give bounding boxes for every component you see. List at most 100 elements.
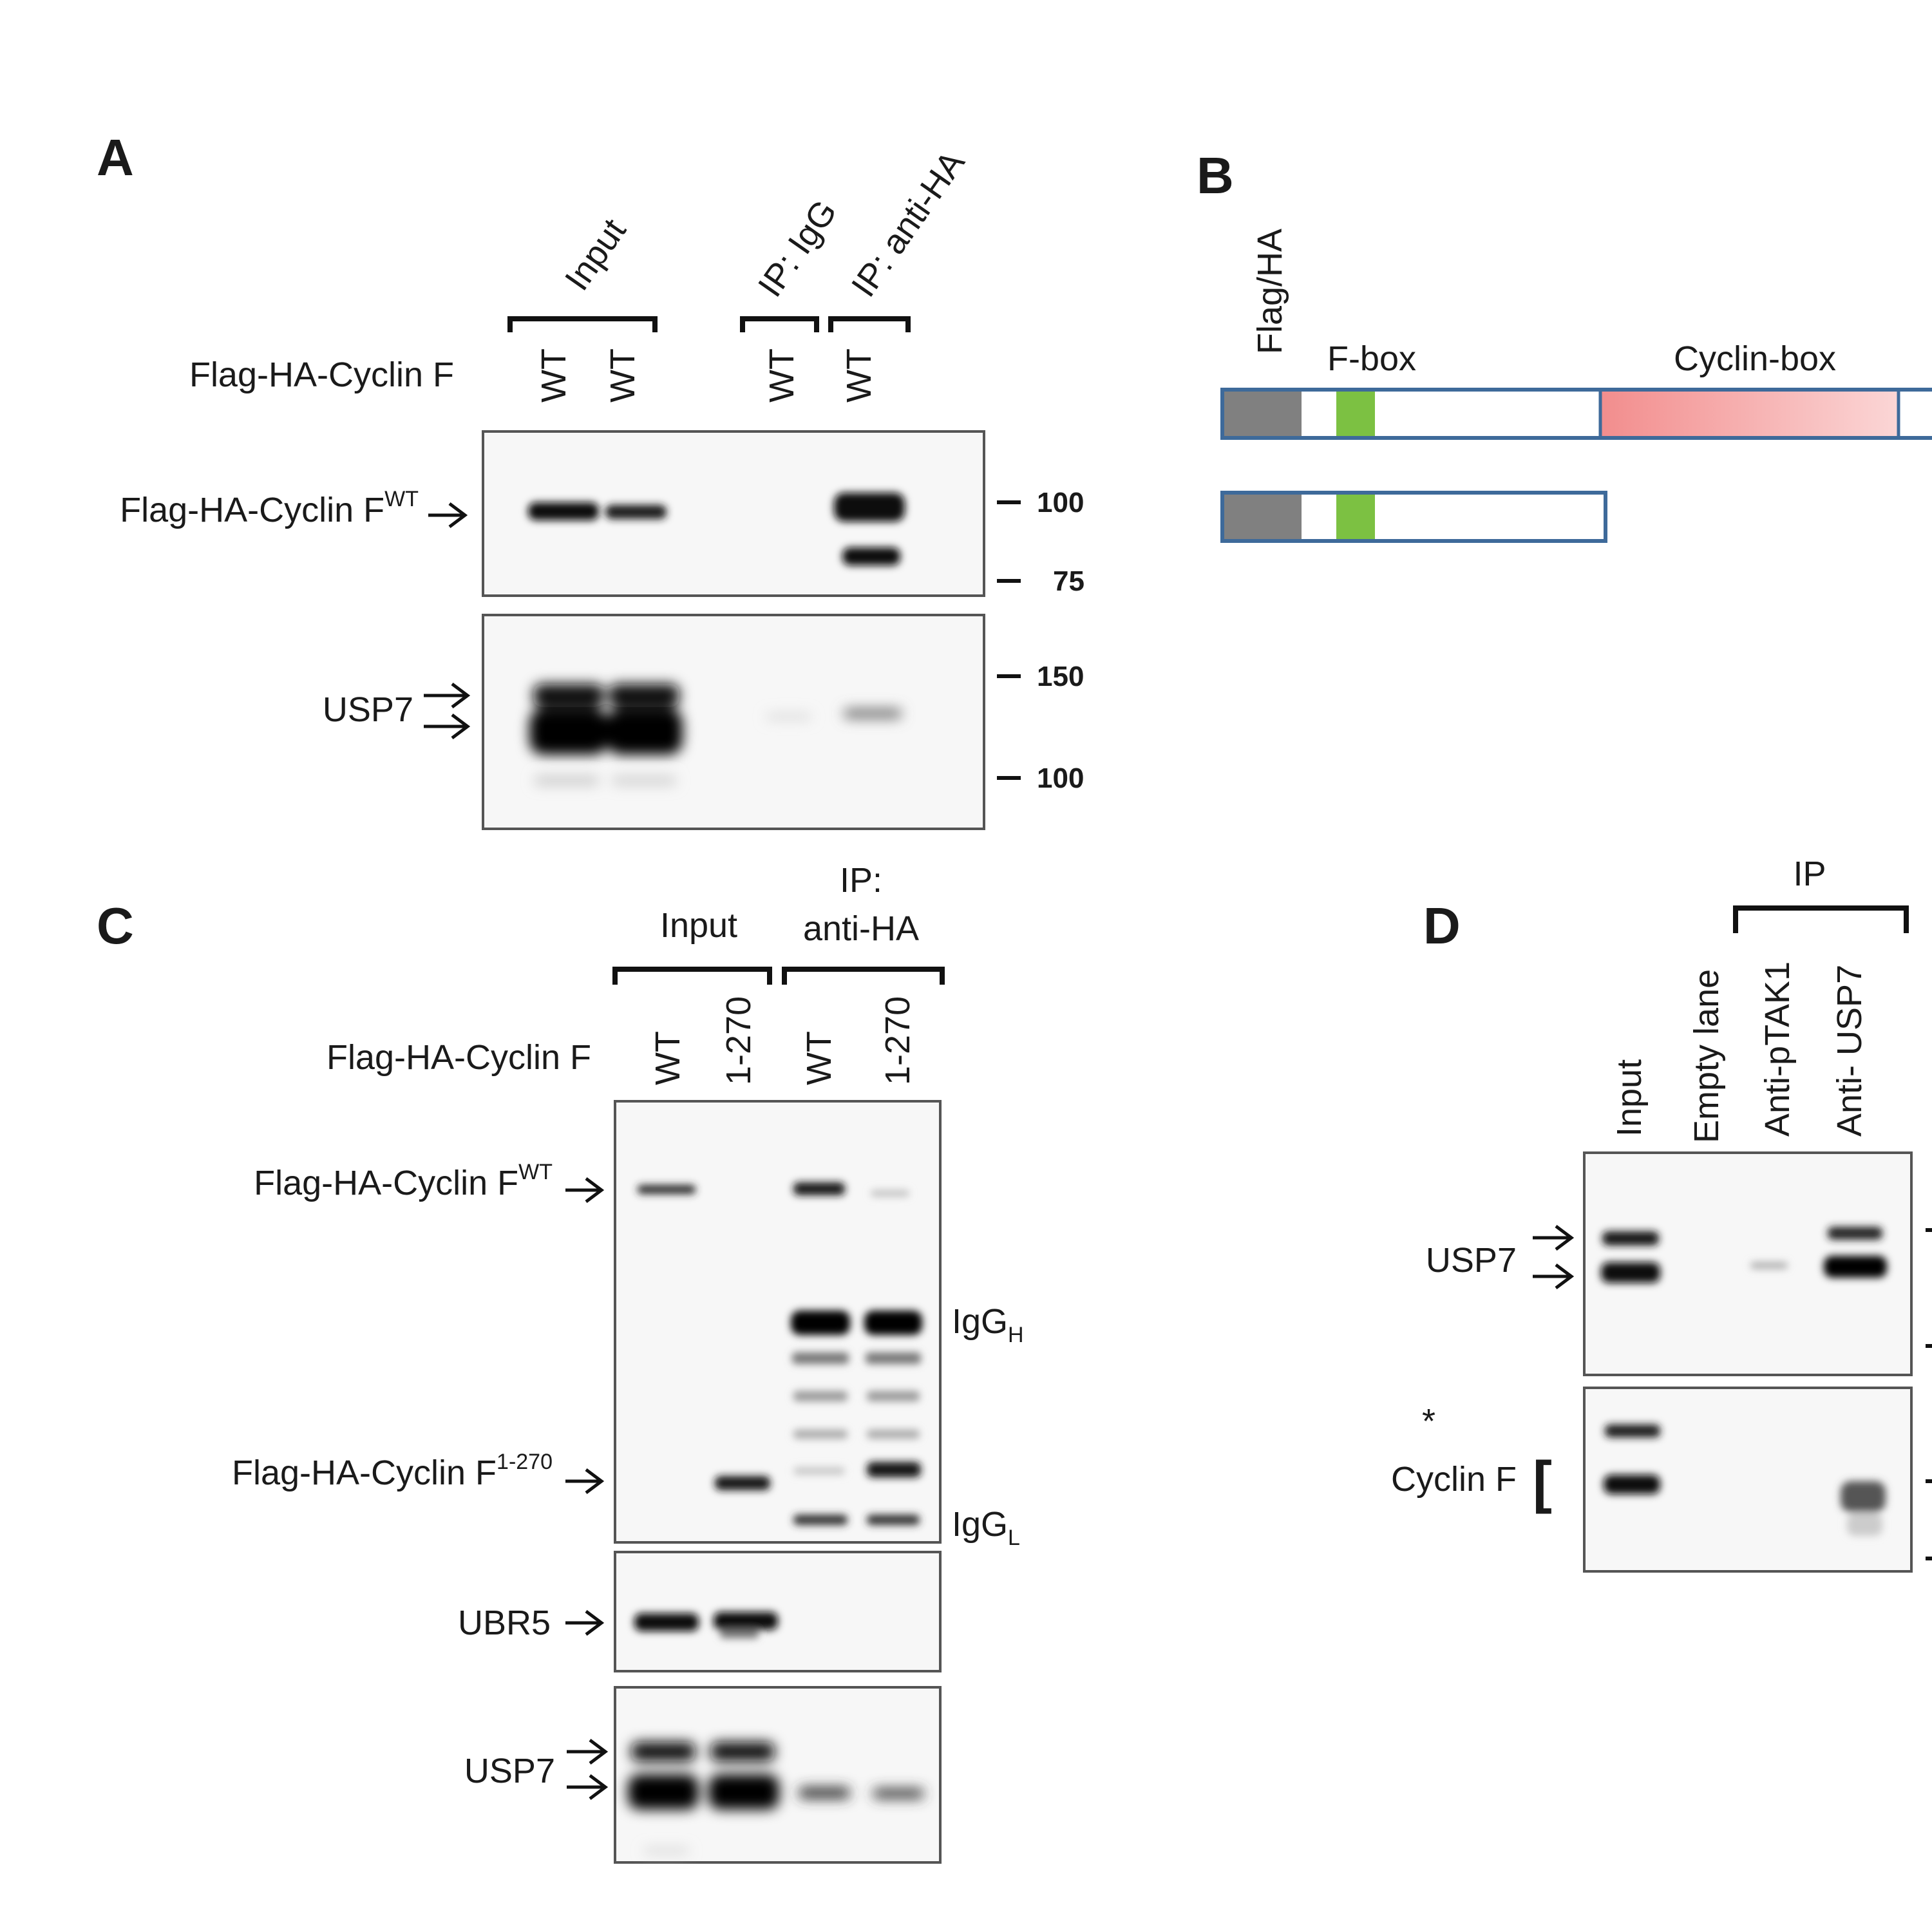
panel-b-cyclinbox-domain bbox=[1600, 392, 1899, 436]
band bbox=[793, 1391, 848, 1401]
panel-c-group-input: Input bbox=[660, 906, 737, 945]
panel-c-bracket-ip bbox=[782, 967, 945, 985]
band bbox=[528, 502, 599, 520]
panel-a-group-ip-ha: IP: anti-HA bbox=[844, 144, 972, 304]
panel-c-lane-4: 1-270 bbox=[878, 996, 917, 1085]
panel-d-bands-cyclin-f bbox=[1604, 1425, 1886, 1536]
band bbox=[609, 684, 679, 707]
band bbox=[867, 1391, 920, 1401]
band bbox=[1750, 1262, 1788, 1269]
panel-c-band2-arrow bbox=[565, 1468, 605, 1494]
panel-c-ubr5-arrow bbox=[565, 1610, 605, 1636]
panel-c-band1-arrow bbox=[565, 1177, 605, 1203]
panel-a-lane-1: WT bbox=[535, 348, 573, 402]
panel-c-group-ip-line1: IP: bbox=[840, 861, 882, 900]
band bbox=[715, 1476, 770, 1490]
panel-b-letter: B bbox=[1197, 147, 1234, 204]
panel-c-bands-ubr5 bbox=[634, 1612, 778, 1638]
panel-d-usp7-label: USP7 bbox=[1426, 1241, 1517, 1280]
panel-b-fbox-domain bbox=[1336, 495, 1375, 539]
band bbox=[634, 1613, 699, 1631]
panel-c-band2-label: Flag-HA-Cyclin F1-270 bbox=[232, 1450, 553, 1492]
panel-d-cyclinf-label: Cyclin F bbox=[1391, 1460, 1517, 1499]
panel-d-asterisk: * bbox=[1422, 1402, 1435, 1441]
panel-c-usp7-arrow-2 bbox=[567, 1774, 609, 1800]
band bbox=[834, 493, 905, 522]
panel-c-row-label: Flag-HA-Cyclin F bbox=[327, 1038, 591, 1077]
panel-d-usp7-arrow-1 bbox=[1533, 1225, 1575, 1251]
panel-d-lane-1: Input bbox=[1610, 1059, 1649, 1137]
panel-b-tag-domain bbox=[1224, 495, 1302, 539]
panel-a-band1-arrow bbox=[428, 502, 468, 528]
band bbox=[1847, 1513, 1882, 1536]
band bbox=[1604, 1475, 1660, 1494]
panel-b-cyclinbox-label: Cyclin-box bbox=[1674, 339, 1836, 378]
panel-c-bracket-input bbox=[612, 967, 772, 985]
band bbox=[799, 1787, 850, 1799]
panel-c-bands-usp7 bbox=[628, 1742, 924, 1853]
panel-c-usp7-label: USP7 bbox=[464, 1752, 555, 1790]
panel-b-tag-domain bbox=[1224, 392, 1302, 436]
band bbox=[1602, 1231, 1659, 1245]
panel-a-marker-75: 75 bbox=[1053, 565, 1084, 597]
band bbox=[714, 1612, 778, 1630]
panel-d-bracket-ip bbox=[1733, 905, 1909, 933]
panel-a-band1-label: Flag-HA-Cyclin FWT bbox=[120, 487, 419, 529]
panel-d-lane-4: Anti- USP7 bbox=[1830, 965, 1869, 1137]
panel-a-bracket-input bbox=[507, 316, 658, 332]
band bbox=[844, 708, 902, 719]
panel-b-fbox-domain bbox=[1336, 392, 1375, 436]
band bbox=[842, 547, 900, 565]
panel-c-bands-cyclin-f bbox=[638, 1182, 922, 1525]
panel-a-group-input: Input bbox=[558, 212, 634, 298]
band bbox=[607, 708, 683, 755]
panel-d-bands-usp7 bbox=[1601, 1227, 1887, 1283]
band bbox=[710, 1742, 775, 1761]
band bbox=[631, 1742, 696, 1761]
panel-a-letter: A bbox=[97, 129, 134, 186]
panel-a-bands-usp7 bbox=[529, 684, 902, 785]
band bbox=[644, 1848, 689, 1853]
panel-a-bands-cyclin-f bbox=[528, 493, 905, 565]
panel-c-group-ip-line2: anti-HA bbox=[803, 909, 919, 948]
band bbox=[867, 1430, 920, 1439]
panel-d-lane-3: Anti-pTAK1 bbox=[1758, 961, 1797, 1137]
panel-d-usp7-arrow-2 bbox=[1533, 1264, 1575, 1289]
panel-a-lane-2: WT bbox=[603, 348, 642, 402]
panel-c-lane-1: WT bbox=[649, 1031, 687, 1085]
panel-a-marker-100b: 100 bbox=[1037, 762, 1084, 794]
panel-a-band2-arrow-2 bbox=[424, 714, 471, 739]
panel-d: D IP Input Empty lane Anti-pTAK1 Anti- U… bbox=[1391, 855, 1932, 1573]
band bbox=[708, 1774, 779, 1810]
band bbox=[628, 1774, 699, 1810]
panel-a-marker-150: 150 bbox=[1037, 661, 1084, 692]
band bbox=[866, 1352, 921, 1364]
band bbox=[871, 1190, 909, 1197]
panel-c-lane-2: 1-270 bbox=[719, 996, 758, 1085]
band bbox=[638, 1185, 696, 1194]
band bbox=[873, 1788, 924, 1799]
panel-c-lane-3: WT bbox=[800, 1031, 838, 1085]
panel-c-igg-light: IgGL bbox=[952, 1505, 1020, 1550]
panel-b-tag-label: Flag/HA bbox=[1251, 229, 1289, 354]
panel-a: A Input IP: IgG IP: anti-HA Flag-HA-Cycl… bbox=[97, 129, 1084, 830]
panel-c-usp7-arrow-1 bbox=[567, 1739, 609, 1765]
panel-c-band1-label: Flag-HA-Cyclin FWT bbox=[254, 1160, 553, 1202]
band bbox=[864, 1311, 922, 1335]
band bbox=[612, 776, 676, 785]
panel-d-group-ip: IP bbox=[1793, 855, 1826, 893]
band bbox=[1841, 1481, 1886, 1512]
band bbox=[793, 1515, 848, 1525]
band bbox=[605, 505, 667, 519]
band bbox=[529, 708, 608, 755]
panel-a-marker-100: 100 bbox=[1037, 487, 1084, 518]
panel-a-band2-arrow-1 bbox=[424, 683, 471, 708]
panel-d-letter: D bbox=[1423, 897, 1461, 954]
panel-d-lane-2: Empty lane bbox=[1687, 969, 1726, 1143]
band bbox=[867, 1462, 921, 1477]
band bbox=[793, 1467, 845, 1475]
panel-c-igg-heavy: IgGH bbox=[952, 1302, 1024, 1347]
band bbox=[793, 1182, 845, 1195]
